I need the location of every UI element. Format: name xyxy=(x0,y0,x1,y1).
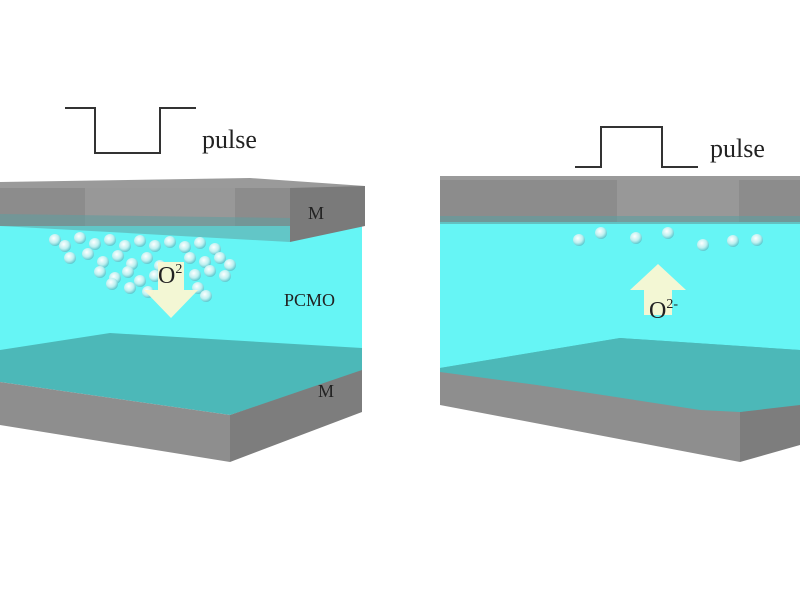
oxygen-bubble xyxy=(179,241,191,253)
left-top-electrode-top xyxy=(0,178,365,190)
left-oxygen-vacancy-cluster xyxy=(49,232,236,302)
left-bottom-electrode-side xyxy=(230,370,362,462)
right-bottom-electrode-front xyxy=(440,370,740,462)
oxygen-bubble xyxy=(751,234,763,246)
right-device: pulse O2- xyxy=(440,126,800,462)
oxygen-bubble xyxy=(184,252,196,264)
right-pulse-label: pulse xyxy=(710,134,765,163)
right-top-electrode-underside xyxy=(440,216,800,224)
oxygen-bubble xyxy=(106,278,118,290)
right-top-electrode-highlight xyxy=(617,180,739,222)
right-oxygen-ions xyxy=(573,227,763,251)
right-pulse-waveform xyxy=(575,126,698,168)
left-top-electrode-underside xyxy=(0,214,290,242)
oxygen-bubble xyxy=(64,252,76,264)
oxide-label: PCMO xyxy=(284,290,335,310)
oxygen-bubble xyxy=(189,269,201,281)
oxygen-bubble xyxy=(573,234,585,246)
oxygen-bubble xyxy=(134,275,146,287)
oxygen-bubble xyxy=(194,237,206,249)
left-device: pulse O2 M PCMO M xyxy=(0,107,365,462)
left-ion-label: O2 xyxy=(158,262,182,289)
left-bottom-interface xyxy=(0,333,362,415)
oxygen-bubble xyxy=(97,256,109,268)
left-pulse-label: pulse xyxy=(202,125,257,154)
oxygen-bubble xyxy=(697,239,709,251)
oxygen-bubble xyxy=(89,238,101,250)
oxygen-bubble xyxy=(727,235,739,247)
oxygen-bubble xyxy=(104,234,116,246)
oxygen-bubble xyxy=(214,252,226,264)
oxygen-bubble xyxy=(209,243,221,255)
oxygen-bubble xyxy=(224,259,236,271)
oxygen-bubble xyxy=(200,290,212,302)
right-top-electrode-top xyxy=(440,176,800,182)
oxygen-bubble xyxy=(82,248,94,260)
right-bottom-interface-overlay xyxy=(440,338,800,412)
oxygen-bubble xyxy=(59,240,71,252)
right-bottom-electrode-side xyxy=(740,402,800,462)
oxygen-bubble xyxy=(124,282,136,294)
bottom-electrode-label: M xyxy=(318,381,334,401)
right-ion-charge: 2- xyxy=(666,297,678,312)
oxygen-bubble xyxy=(141,252,153,264)
oxygen-bubble xyxy=(219,270,231,282)
oxygen-bubble xyxy=(595,227,607,239)
left-ion-charge: 2 xyxy=(175,262,182,277)
oxygen-bubble xyxy=(164,236,176,248)
oxygen-bubble xyxy=(149,240,161,252)
top-electrode-label: M xyxy=(308,203,324,223)
oxygen-bubble xyxy=(112,250,124,262)
right-up-arrow-icon xyxy=(630,264,686,315)
left-top-electrode-side xyxy=(290,186,365,242)
oxygen-bubble xyxy=(204,265,216,277)
oxygen-bubble xyxy=(662,227,674,239)
left-down-arrow-icon xyxy=(144,262,198,318)
oxygen-bubble xyxy=(119,240,131,252)
right-ion-label: O2- xyxy=(649,297,678,324)
oxygen-bubble xyxy=(122,266,134,278)
oxygen-bubble xyxy=(199,256,211,268)
left-pulse-waveform xyxy=(65,107,196,154)
oxygen-bubble xyxy=(134,235,146,247)
oxygen-bubble xyxy=(49,234,61,246)
oxygen-bubble xyxy=(74,232,86,244)
left-bottom-electrode-front xyxy=(0,382,230,462)
oxygen-bubble xyxy=(630,232,642,244)
oxygen-bubble xyxy=(94,266,106,278)
